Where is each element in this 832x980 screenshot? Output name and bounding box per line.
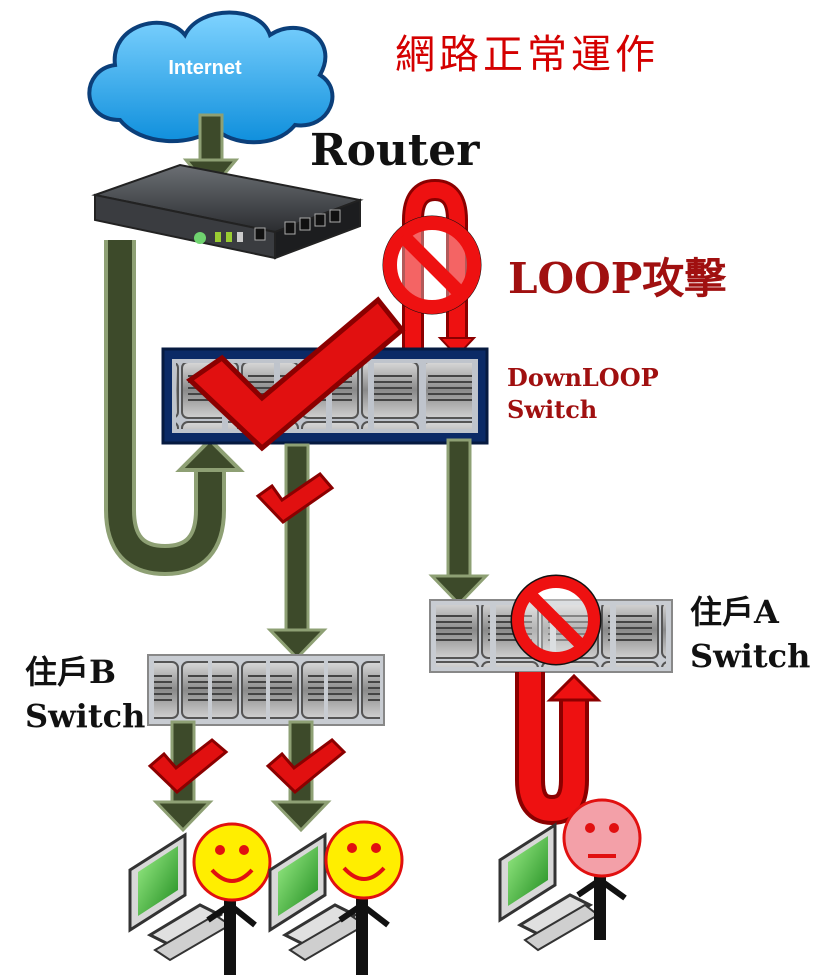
router-label: Router bbox=[310, 125, 480, 176]
prohibit-loop-icon bbox=[382, 215, 482, 315]
household-b-switch-icon bbox=[147, 654, 385, 726]
sad-face-icon bbox=[562, 798, 642, 940]
prohibit-household-a-icon bbox=[510, 574, 602, 666]
computer-3-icon bbox=[498, 822, 600, 952]
downloop-switch-label-line1: DownLOOP bbox=[507, 363, 659, 392]
small-check-1-icon bbox=[255, 472, 335, 524]
computer-1-icon bbox=[128, 832, 232, 962]
household-a-switch-label-line2: Switch bbox=[690, 637, 811, 675]
household-a-switch-label: 住戶A Switch bbox=[690, 590, 810, 678]
household-b-switch-label-line2: Switch bbox=[25, 697, 146, 735]
big-check-icon bbox=[186, 296, 406, 452]
downloop-switch-label-line2: Switch bbox=[507, 395, 598, 424]
loop-back-arrow-icon bbox=[515, 672, 602, 826]
household-b-switch-label: 住戶B Switch bbox=[25, 650, 145, 738]
household-a-switch-label-line1: 住戶A bbox=[690, 593, 779, 631]
internet-label: Internet bbox=[168, 57, 242, 79]
pc-user-3 bbox=[498, 798, 642, 952]
router-icon bbox=[91, 163, 364, 260]
pc-user-2 bbox=[268, 820, 404, 975]
loop-attack-arrow-icon bbox=[402, 178, 477, 358]
household-b-switch-label-line1: 住戶B bbox=[25, 653, 117, 691]
downloop-switch-label: DownLOOP Switch bbox=[507, 362, 659, 426]
happy-face-2-icon bbox=[324, 820, 404, 975]
happy-face-1-icon bbox=[192, 822, 272, 975]
uplink-u-arrow-icon bbox=[104, 240, 245, 577]
small-check-2-icon bbox=[147, 738, 229, 795]
arrow-to-a-switch-icon bbox=[428, 438, 490, 607]
pc-user-1 bbox=[128, 822, 272, 975]
small-check-3-icon bbox=[265, 738, 347, 795]
internet-cloud-icon: Internet bbox=[87, 10, 335, 145]
loop-attack-label: LOOP攻擊 bbox=[508, 254, 727, 303]
computer-2-icon bbox=[268, 832, 367, 962]
page-title: 網路正常運作 bbox=[395, 32, 659, 78]
